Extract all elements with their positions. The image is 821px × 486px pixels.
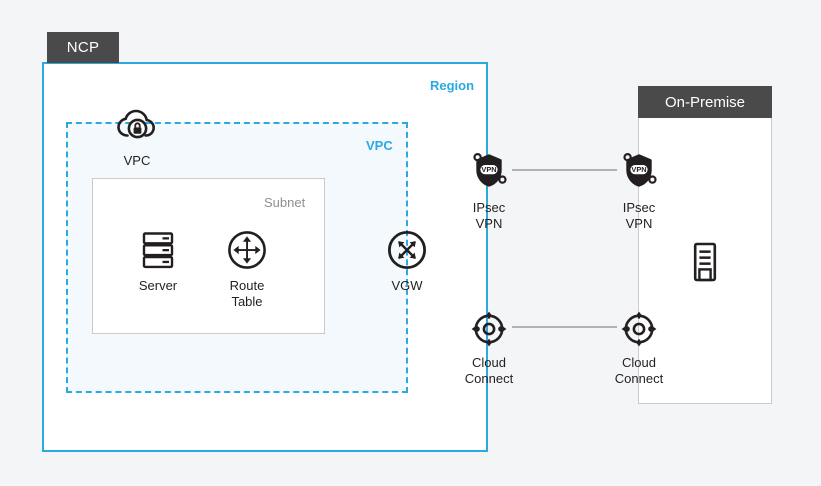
node-label: Cloud Connect: [614, 355, 664, 386]
onpremise-tab-label: On-Premise: [638, 86, 772, 118]
subnet-container: [92, 178, 325, 334]
node-label: VGW: [391, 278, 423, 293]
server-stack-icon: [136, 228, 180, 272]
vgw-shuffle-icon: [385, 228, 429, 272]
node-cloud-connect-left[interactable]: Cloud Connect: [443, 307, 535, 387]
node-label: Server: [138, 278, 178, 293]
cloud-connect-icon: [617, 307, 661, 351]
subnet-label: Subnet: [264, 195, 306, 210]
server-rack-icon: [683, 240, 727, 284]
vpn-shield-icon: VPN: [617, 150, 661, 194]
cloud-lock-icon: [115, 103, 159, 147]
node-cloud-connect-right[interactable]: Cloud Connect: [593, 307, 685, 387]
ncp-tab-label: NCP: [47, 32, 119, 63]
node-label: IPsec VPN: [472, 200, 506, 231]
cloud-connect-icon: [467, 307, 511, 351]
route-table-icon: [225, 228, 269, 272]
vpc-box-label: VPC: [366, 138, 393, 153]
node-label: IPsec VPN: [622, 200, 656, 231]
node-label: VPC: [123, 153, 151, 168]
node-server[interactable]: Server: [112, 228, 204, 294]
node-vpc-cloud[interactable]: VPC: [91, 103, 183, 169]
node-ipsec-vpn-right[interactable]: VPN IPsec VPN: [593, 150, 685, 232]
node-ipsec-vpn-left[interactable]: VPN IPsec VPN: [443, 150, 535, 232]
node-vgw[interactable]: VGW: [361, 228, 453, 294]
svg-text:VPN: VPN: [481, 165, 496, 174]
svg-text:VPN: VPN: [631, 165, 646, 174]
vpn-shield-icon: VPN: [467, 150, 511, 194]
node-label: Cloud Connect: [464, 355, 514, 386]
node-onpremise-server[interactable]: [659, 240, 751, 290]
node-label: Route Table: [229, 278, 265, 309]
region-label: Region: [430, 78, 475, 93]
node-route-table[interactable]: Route Table: [201, 228, 293, 310]
